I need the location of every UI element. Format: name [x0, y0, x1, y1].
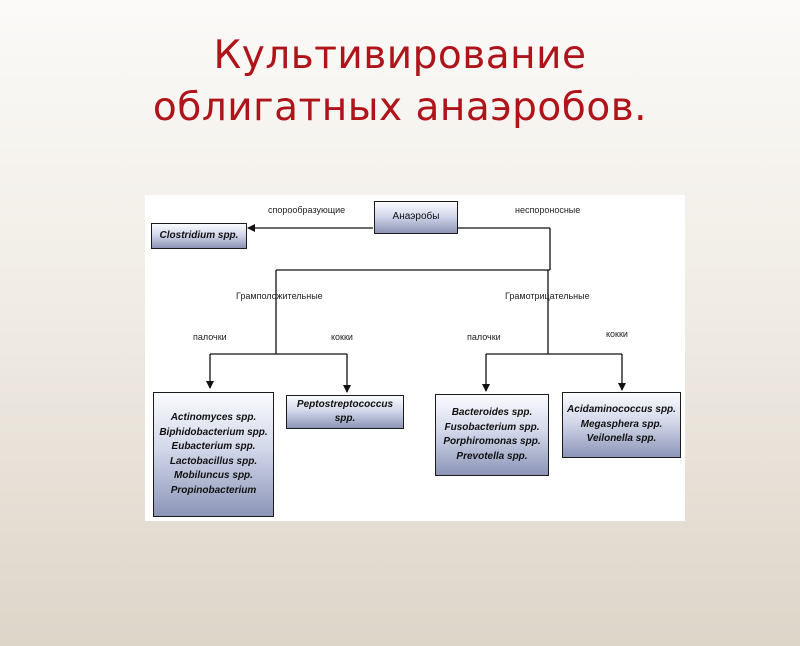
connector-lines — [206, 224, 626, 393]
species-item: Lactobacillus spp. — [169, 455, 258, 467]
species-item: Biphidobacterium spp. — [159, 426, 268, 438]
root-node-label: Анаэробы — [392, 211, 440, 223]
label-gp-cocci: кокки — [331, 332, 353, 342]
label-gp-rods: палочки — [193, 332, 227, 342]
clostridium-label: Clostridium spp. — [159, 229, 239, 241]
species-item: Prevotella spp. — [456, 450, 528, 462]
slide-title: Культивирование облигатных анаэробов. — [0, 30, 800, 134]
root-node-anaerobes: Анаэробы — [374, 201, 458, 234]
species-item: Propinobacterium — [170, 484, 257, 496]
species-item: Bacteroides spp. — [451, 407, 533, 418]
label-gn-rods: палочки — [467, 332, 501, 342]
species-item: Veilonella spp. — [586, 433, 657, 445]
species-item: Actinomyces spp. — [170, 412, 257, 423]
species-item: Acidaminococcus spp. — [567, 404, 676, 416]
edge-label-non-spore-forming: неспороносные — [515, 205, 581, 215]
label-gn-cocci: кокки — [606, 329, 628, 339]
species-item: Eubacterium spp. — [171, 441, 256, 452]
node-gn-rods: Bacteroides spp. Fusobacterium spp. Porp… — [435, 394, 549, 476]
species-item: Porphiromonas spp. — [443, 436, 541, 447]
title-line-1: Культивирование — [213, 33, 587, 78]
species-item: Fusobacterium spp. — [444, 421, 540, 433]
node-gn-cocci: Acidaminococcus spp. Megasphera spp. Vei… — [562, 392, 681, 458]
edge-label-spore-forming: спорообразующие — [268, 205, 346, 215]
label-gram-positive: Грамположительные — [236, 291, 323, 301]
species-item: Peptostreptococcus spp. — [296, 398, 394, 425]
classification-diagram: Анаэробы спорообразующие неспороносные C… — [145, 195, 685, 521]
node-clostridium: Clostridium spp. — [151, 223, 247, 249]
node-gp-cocci: Peptostreptococcus spp. — [286, 395, 404, 429]
species-item: Megasphera spp. — [580, 418, 663, 430]
node-gp-rods: Actinomyces spp. Biphidobacterium spp. E… — [153, 392, 274, 517]
title-line-2: облигатных анаэробов. — [152, 85, 648, 130]
label-gram-negative: Грамотрицательные — [505, 291, 590, 301]
species-item: Mobiluncus spp. — [174, 470, 253, 481]
